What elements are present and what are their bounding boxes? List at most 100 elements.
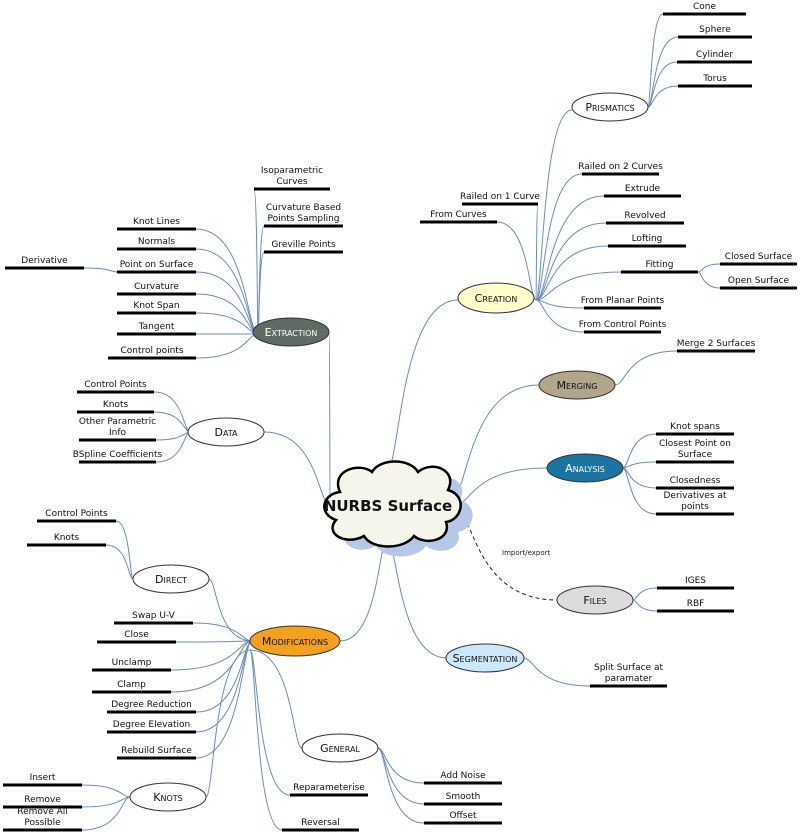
topic-iges[interactable]: IGES: [657, 576, 734, 590]
topic-normals[interactable]: Normals: [117, 237, 196, 251]
topic-rebuild-surface[interactable]: Rebuild Surface: [117, 746, 196, 760]
topic-control-points[interactable]: Control points: [108, 346, 196, 360]
branch-knots[interactable]: Knots: [129, 782, 207, 812]
topic-from-control-points[interactable]: From Control Points: [579, 320, 667, 334]
topic-knot-lines[interactable]: Knot Lines: [117, 217, 196, 231]
topic-label: Knot spans: [670, 422, 720, 432]
topic-label: Closest Point on: [659, 439, 731, 449]
topic-label: Close: [124, 630, 149, 640]
topic-swap-u-v[interactable]: Swap U-V: [114, 611, 193, 625]
topic-unclamp[interactable]: Unclamp: [92, 658, 171, 672]
connector-line: [535, 195, 605, 301]
topic-clamp[interactable]: Clamp: [92, 680, 171, 694]
connector-line: [697, 271, 721, 289]
topic-knot-span[interactable]: Knot Span: [117, 301, 196, 315]
branch-files[interactable]: Files: [556, 585, 634, 615]
topic-derivative[interactable]: Derivative: [5, 256, 84, 270]
topic-rbf[interactable]: RBF: [657, 599, 734, 613]
connector-line: [205, 649, 251, 798]
topic-revolved[interactable]: Revolved: [606, 211, 684, 225]
topic-from-planar-points[interactable]: From Planar Points: [581, 296, 665, 310]
topic-label: Other Parametric: [79, 417, 156, 427]
topic-reparameterise[interactable]: Reparameterise: [290, 783, 368, 797]
topic-lofting[interactable]: Lofting: [608, 234, 686, 248]
topic-cone[interactable]: Cone: [663, 2, 746, 16]
branch-modifications[interactable]: Modifications: [249, 625, 341, 657]
connector-line: [253, 188, 259, 335]
topic-railed-on-2-curves[interactable]: Railed on 2 Curves: [578, 162, 663, 176]
connector-line: [81, 784, 131, 798]
connector-line: [647, 61, 678, 108]
branch-extraction[interactable]: Extraction: [252, 317, 330, 347]
topic-knots[interactable]: Knots: [27, 533, 106, 547]
topic-add-noise[interactable]: Add Noise: [424, 771, 502, 785]
topic-label: Railed on 1 Curve: [460, 192, 540, 202]
topic-insert[interactable]: Insert: [3, 773, 82, 787]
topic-bspline-coefficients[interactable]: BSpline Coefficients: [73, 450, 163, 464]
topic-offset[interactable]: Offset: [424, 811, 502, 825]
topic-label: Points Sampling: [267, 214, 339, 224]
branch-creation[interactable]: Creation: [457, 282, 535, 314]
topic-label: Point on Surface: [120, 260, 194, 270]
branch-prismatics[interactable]: Prismatics: [571, 92, 649, 122]
branch-data[interactable]: Data: [187, 417, 265, 447]
topic-label: Degree Elevation: [113, 720, 190, 730]
topic-closed-surface[interactable]: Closed Surface: [720, 252, 797, 266]
topic-open-surface[interactable]: Open Surface: [720, 276, 797, 290]
topic-from-curves[interactable]: From Curves: [420, 210, 497, 224]
topic-fitting[interactable]: Fitting: [621, 260, 698, 274]
topic-merge-2-surfaces[interactable]: Merge 2 Surfaces: [677, 339, 756, 353]
branch-label: Files: [583, 594, 606, 607]
connector-line: [451, 384, 540, 499]
branch-label: Creation: [475, 292, 518, 305]
topic-control-points[interactable]: Control Points: [77, 380, 154, 394]
connector-line: [377, 747, 425, 824]
central-title: NURBS Surface: [324, 497, 452, 515]
topic-label: Knot Span: [133, 301, 179, 311]
topic-cylinder[interactable]: Cylinder: [677, 50, 752, 64]
topic-knots[interactable]: Knots: [77, 400, 154, 414]
topic-extrude[interactable]: Extrude: [604, 184, 681, 198]
connector-line: [522, 657, 591, 687]
topic-degree-reduction[interactable]: Degree Reduction: [107, 700, 196, 714]
central-node[interactable]: NURBS Surface: [323, 460, 473, 557]
topic-curvature[interactable]: Curvature: [117, 282, 196, 296]
branch-segmentation[interactable]: Segmentation: [445, 643, 525, 673]
topic-label: Knots: [103, 400, 129, 410]
branch-general[interactable]: General: [301, 733, 379, 763]
topic-label: Remove All: [17, 807, 68, 817]
topic-knot-spans[interactable]: Knot spans: [656, 422, 734, 436]
topic-closedness[interactable]: Closedness: [656, 476, 734, 490]
topic-torus[interactable]: Torus: [678, 74, 752, 88]
topic-close[interactable]: Close: [97, 630, 176, 644]
topic-label: Swap U-V: [132, 611, 175, 621]
topic-point-on-surface[interactable]: Point on Surface: [117, 260, 196, 274]
topic-railed-on-1-curve[interactable]: Railed on 1 Curve: [460, 192, 540, 206]
topic-label: Extrude: [625, 184, 661, 194]
connector-line: [386, 539, 448, 659]
branch-analysis[interactable]: Analysis: [546, 453, 624, 483]
topic-degree-elevation[interactable]: Degree Elevation: [107, 720, 196, 734]
topic-label: Isoparametric: [261, 166, 323, 176]
topic-label: Derivative: [21, 256, 68, 266]
topic-tangent[interactable]: Tangent: [117, 322, 196, 336]
cloud-shape: [323, 460, 462, 548]
connector-line: [263, 431, 331, 506]
branch-merging[interactable]: Merging: [538, 370, 616, 400]
branch-direct[interactable]: Direct: [132, 564, 210, 594]
topic-greville-points[interactable]: Greville Points: [264, 240, 343, 254]
topic-control-points[interactable]: Control Points: [37, 509, 116, 523]
connector-line: [386, 299, 459, 471]
topic-sphere[interactable]: Sphere: [678, 25, 752, 39]
topic-remove[interactable]: Remove: [3, 795, 82, 809]
topic-reversal[interactable]: Reversal: [282, 818, 359, 832]
branch-bubble: [252, 317, 330, 347]
topic-smooth[interactable]: Smooth: [424, 792, 502, 806]
